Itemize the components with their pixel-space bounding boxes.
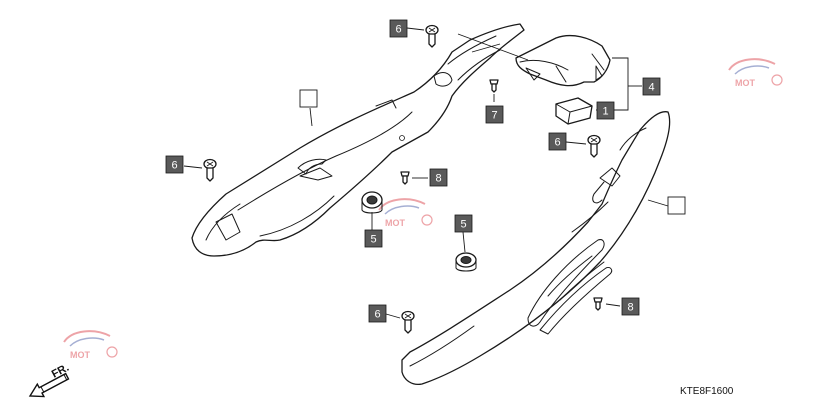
emblem-block xyxy=(555,97,593,125)
svg-text:6: 6 xyxy=(374,309,380,321)
screw-icon xyxy=(425,24,439,48)
svg-text:5: 5 xyxy=(370,234,376,246)
svg-text:1: 1 xyxy=(602,106,608,118)
watermark-text: MOT xyxy=(385,218,405,228)
screw-icon xyxy=(203,158,217,182)
direction-arrow-icon xyxy=(28,372,70,398)
watermark-logo-icon: MOT xyxy=(378,198,433,228)
callout-5-left: 5 xyxy=(364,229,383,248)
callout-6-bottom: 6 xyxy=(368,304,387,323)
svg-text:7: 7 xyxy=(491,110,497,122)
watermark-text: MOT xyxy=(70,350,90,360)
callout-6-top: 6 xyxy=(389,19,408,38)
svg-text:8: 8 xyxy=(627,302,633,314)
svg-text:6: 6 xyxy=(395,24,401,36)
screw-icon xyxy=(401,310,415,334)
svg-text:6: 6 xyxy=(171,160,177,172)
right-side-cover xyxy=(401,111,671,386)
callout-5-right: 5 xyxy=(454,214,473,233)
screw-icon xyxy=(587,134,601,158)
callout-4: 4 xyxy=(642,77,661,96)
grommet-icon xyxy=(361,191,383,214)
callout-8-right: 8 xyxy=(621,297,640,316)
svg-text:8: 8 xyxy=(435,173,441,185)
tail-cover xyxy=(515,34,611,87)
grommet-icon xyxy=(455,252,477,272)
svg-text:4: 4 xyxy=(648,82,654,94)
watermark-logo-icon: MOT xyxy=(63,330,118,360)
callout-6-left: 6 xyxy=(165,155,184,174)
callout-7: 7 xyxy=(485,105,504,124)
reference-box xyxy=(299,89,318,108)
left-side-cover xyxy=(191,23,525,257)
callout-8-center: 8 xyxy=(429,168,448,187)
clip-icon xyxy=(593,297,603,311)
callout-1: 1 xyxy=(596,101,615,120)
clip-icon xyxy=(400,171,410,185)
callout-6-right: 6 xyxy=(548,132,567,151)
leader-lines xyxy=(183,27,669,319)
svg-text:6: 6 xyxy=(554,137,560,149)
diagram-code: KTE8F1600 xyxy=(680,386,734,397)
watermark-logo-icon: MOT xyxy=(728,58,783,88)
reference-box xyxy=(667,196,686,215)
svg-text:5: 5 xyxy=(460,219,466,231)
watermark-text: MOT xyxy=(735,78,755,88)
clip-icon xyxy=(489,79,499,93)
